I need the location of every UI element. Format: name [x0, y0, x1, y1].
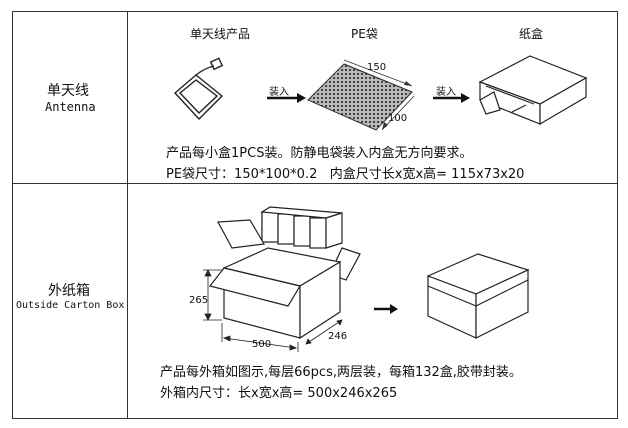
row2-label-en: Outside Carton Box [16, 300, 125, 311]
table-frame [12, 11, 618, 419]
row-divider [12, 183, 617, 184]
row1-label-en: Antenna [45, 100, 96, 114]
bag-dimension-width: 150 [367, 62, 387, 73]
column-divider [127, 11, 128, 418]
carton-dimension-lines [203, 269, 343, 352]
arrow-icon [267, 93, 306, 103]
open-carton-icon [208, 206, 361, 340]
row1-note-2: PE袋尺寸：150*100*0.2 内盒尺寸长x宽x高= 115x73x20 [166, 167, 525, 182]
pe-bag-icon [307, 59, 415, 131]
bag-dimension-height: 100 [388, 113, 408, 124]
paper-box-heading: 纸盒 [519, 27, 544, 41]
carton-dimension-length: 500 [252, 339, 272, 350]
carton-dimension-height: 265 [189, 295, 209, 306]
row2-note-2: 外箱内尺寸：长x宽x高= 500x246x265 [160, 386, 398, 401]
arrow-icon [433, 93, 470, 103]
row2-label-cn: 外纸箱 [48, 283, 90, 299]
sealed-carton-icon [426, 253, 530, 339]
antenna-icon [173, 57, 224, 121]
pe-bag-heading: PE袋 [351, 27, 378, 41]
arrow-icon [374, 304, 398, 314]
paper-box-icon [478, 55, 588, 126]
row1-label-cn: 单天线 [47, 83, 89, 99]
row2-note-1: 产品每外箱如图示,每层66pcs,两层装，每箱132盒,胶带封装。 [160, 365, 522, 380]
arrow1-label: 装入 [269, 87, 289, 98]
row1-note-1: 产品每小盒1PCS装。防静电袋装入内盒无方向要求。 [166, 146, 473, 161]
product-heading: 单天线产品 [190, 27, 251, 41]
arrow2-label: 装入 [436, 87, 456, 98]
carton-dimension-width: 246 [328, 331, 348, 342]
